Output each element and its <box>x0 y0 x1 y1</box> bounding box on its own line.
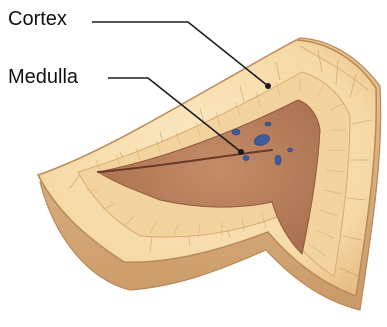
medulla-pointer-dot <box>238 149 244 155</box>
medulla-label: Medulla <box>8 67 78 87</box>
cortex-pointer-dot <box>265 83 271 89</box>
cortex-label: Cortex <box>8 9 67 29</box>
